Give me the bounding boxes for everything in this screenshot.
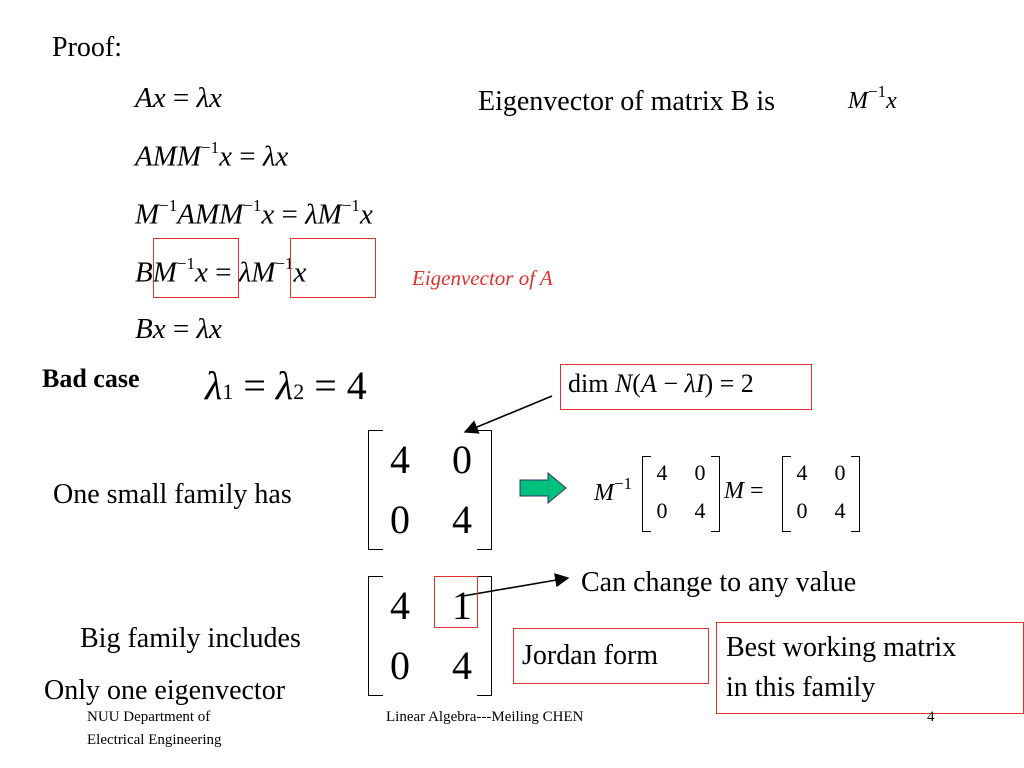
equation-m-inv-x: M−1x [848, 82, 897, 114]
highlight-box-right [290, 238, 376, 298]
jordan-form-box [513, 628, 709, 684]
best-working-line1: Best working matrix [726, 632, 957, 663]
equation-bx-lambda-x: Bx = λx [135, 313, 222, 345]
bad-case-label: Bad case [42, 364, 140, 393]
only-one-eigenvector-text: Only one eigenvector [44, 675, 286, 706]
eigenvector-a-label: Eigenvector of A [412, 266, 553, 290]
matrix-cell: 4 [452, 497, 472, 542]
matrix-cell: 0 [694, 460, 706, 485]
matrix-cell: 4 [390, 437, 410, 482]
diagonal-matrix: 4 0 0 4 [368, 430, 492, 550]
matrix-cell: 0 [656, 498, 668, 523]
equation-ax-lambda-x: Ax = λx [135, 82, 222, 114]
footer-department-line2: Electrical Engineering [87, 732, 222, 748]
footer-page-number: 4 [927, 709, 935, 725]
matrix-cell: 0 [390, 497, 410, 542]
dim-nullspace-box [560, 364, 812, 410]
equation-bm-inv: BM−1x = λM−1x [135, 254, 307, 289]
matrix-cell: 4 [796, 460, 808, 485]
similarity-matrix-left: 4 0 0 4 [642, 456, 720, 532]
jordan-matrix: 4 1 0 4 [368, 576, 492, 696]
matrix-cell: 4 [656, 460, 668, 485]
matrix-cell: 4 [834, 498, 846, 523]
equation-lambda-equal: λ1 = λ2 = 4 [205, 363, 367, 408]
jordan-form-label: Jordan form [522, 640, 659, 671]
one-small-family-text: One small family has [53, 479, 292, 510]
matrix-cell: 4 [390, 583, 410, 628]
matrix-cell: 0 [390, 643, 410, 688]
footer-course: Linear Algebra---Meiling CHEN [386, 709, 584, 725]
big-family-text: Big family includes [80, 623, 301, 654]
matrix-cell: 0 [452, 437, 472, 482]
similarity-matrix-right: 4 0 0 4 [782, 456, 860, 532]
equation-dim-nullspace: dim N(A − λI) = 2 [568, 369, 754, 398]
matrix-cell: 4 [694, 498, 706, 523]
matrix-cell: 4 [452, 643, 472, 688]
matrix-cell: 0 [834, 460, 846, 485]
matrix-cell: 0 [796, 498, 808, 523]
equation-similarity-m: M = [724, 478, 764, 504]
can-change-text: Can change to any value [581, 567, 857, 598]
best-working-line2: in this family [726, 672, 876, 703]
highlight-box-left [153, 238, 239, 298]
slide-title: Proof: [52, 32, 122, 63]
equation-m-inv-amm-inv: M−1AMM−1x = λM−1x [135, 196, 373, 231]
matrix-cell: 1 [452, 583, 472, 628]
footer-department-line1: NUU Department of [87, 709, 211, 725]
eigenvector-b-text: Eigenvector of matrix B is [478, 86, 776, 117]
jordan-entry-highlight [434, 576, 478, 628]
green-arrow-icon [519, 472, 567, 504]
equation-similarity-m-inv: M−1 [594, 474, 633, 506]
equation-amm-inv: AMM−1x = λx [135, 138, 289, 173]
